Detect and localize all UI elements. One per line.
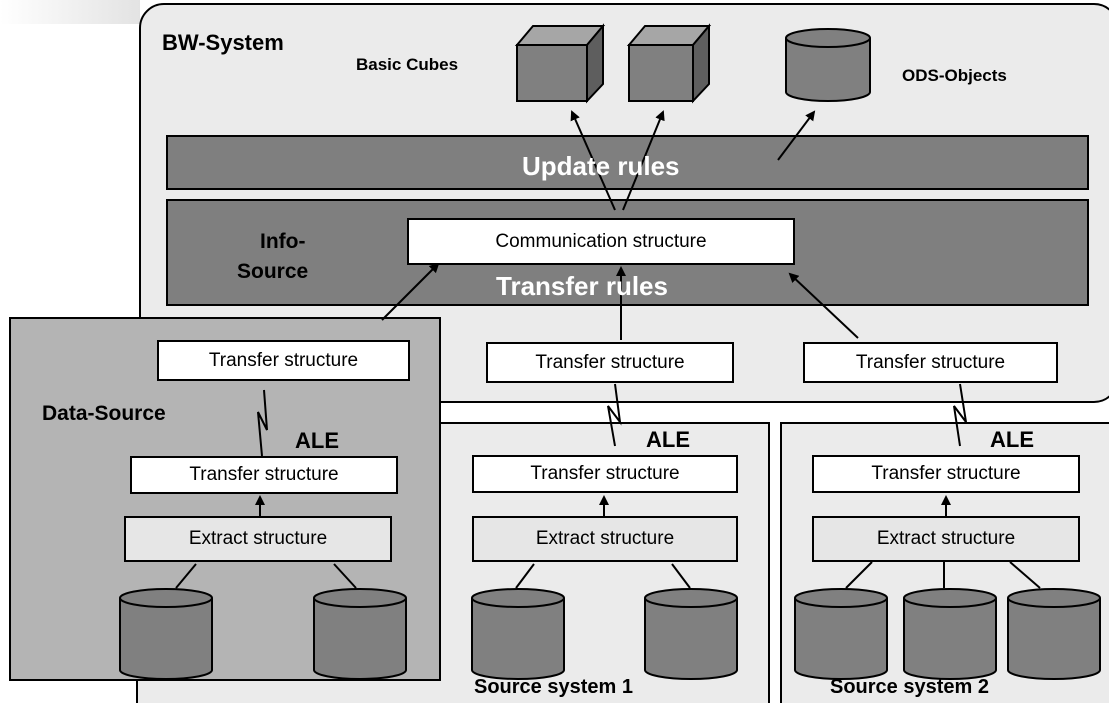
arrow-to-basic-cube-2 bbox=[622, 110, 665, 211]
header-fade-strip bbox=[0, 0, 140, 24]
data-source-transfer-structure-box: Transfer structure bbox=[130, 456, 398, 494]
source-system-1-title: Source system 1 bbox=[474, 676, 633, 698]
source-system-2-title: Source system 2 bbox=[830, 676, 989, 698]
ale-connector-icon bbox=[953, 383, 967, 447]
bw-transfer-structure-box-3: Transfer structure bbox=[803, 342, 1058, 383]
database-cylinder-icon bbox=[644, 588, 738, 680]
bw-transfer-structure-box-1: Transfer structure bbox=[157, 340, 410, 381]
source-system-1-ale-label: ALE bbox=[646, 427, 690, 452]
db-connector-line bbox=[515, 563, 535, 589]
source-system-1-transfer-structure-box: Transfer structure bbox=[472, 455, 738, 493]
db-connector-line bbox=[671, 563, 691, 589]
database-cylinder-icon bbox=[119, 588, 213, 680]
database-cylinder-icon bbox=[471, 588, 565, 680]
ale-connector-icon bbox=[607, 383, 622, 447]
database-cylinder-icon bbox=[794, 588, 888, 680]
data-source-title: Data-Source bbox=[42, 402, 166, 425]
basic-cubes-label: Basic Cubes bbox=[356, 55, 459, 74]
source-system-2-transfer-structure-box: Transfer structure bbox=[812, 455, 1080, 493]
communication-structure-box: Communication structure bbox=[407, 218, 795, 265]
ods-object-cylinder-icon bbox=[785, 28, 871, 102]
database-cylinder-icon bbox=[313, 588, 407, 680]
arrow-datasource-to-communication bbox=[381, 262, 440, 321]
basic-cube-icon bbox=[626, 23, 712, 104]
arrow-source2-to-communication bbox=[788, 272, 859, 339]
source-system-2-ale-label: ALE bbox=[990, 427, 1034, 452]
bw-transfer-structure-box-2: Transfer structure bbox=[486, 342, 734, 383]
db-connector-line bbox=[333, 563, 357, 589]
update-rules-band bbox=[166, 135, 1089, 190]
infosource-label-line1: Info- bbox=[260, 230, 306, 253]
data-source-ale-label: ALE bbox=[295, 428, 339, 453]
ale-connector-icon bbox=[257, 389, 268, 457]
db-connector-line bbox=[175, 563, 197, 589]
data-source-extract-structure-box: Extract structure bbox=[124, 516, 392, 562]
ods-objects-label: ODS-Objects bbox=[902, 66, 1007, 85]
arrow-to-basic-cube-1 bbox=[570, 110, 616, 211]
db-connector-line bbox=[1009, 561, 1041, 589]
arrow-to-ods-object bbox=[777, 110, 816, 161]
database-cylinder-icon bbox=[1007, 588, 1101, 680]
database-cylinder-icon bbox=[903, 588, 997, 680]
infosource-label-line2: Source bbox=[237, 260, 309, 283]
source-system-1-extract-structure-box: Extract structure bbox=[472, 516, 738, 562]
transfer-rules-label: Transfer rules bbox=[496, 271, 668, 301]
db-connector-line bbox=[845, 561, 873, 589]
bw-system-title: BW-System bbox=[162, 30, 284, 55]
basic-cube-icon bbox=[514, 23, 606, 104]
update-rules-label: Update rules bbox=[522, 151, 680, 181]
source-system-2-extract-structure-box: Extract structure bbox=[812, 516, 1080, 562]
